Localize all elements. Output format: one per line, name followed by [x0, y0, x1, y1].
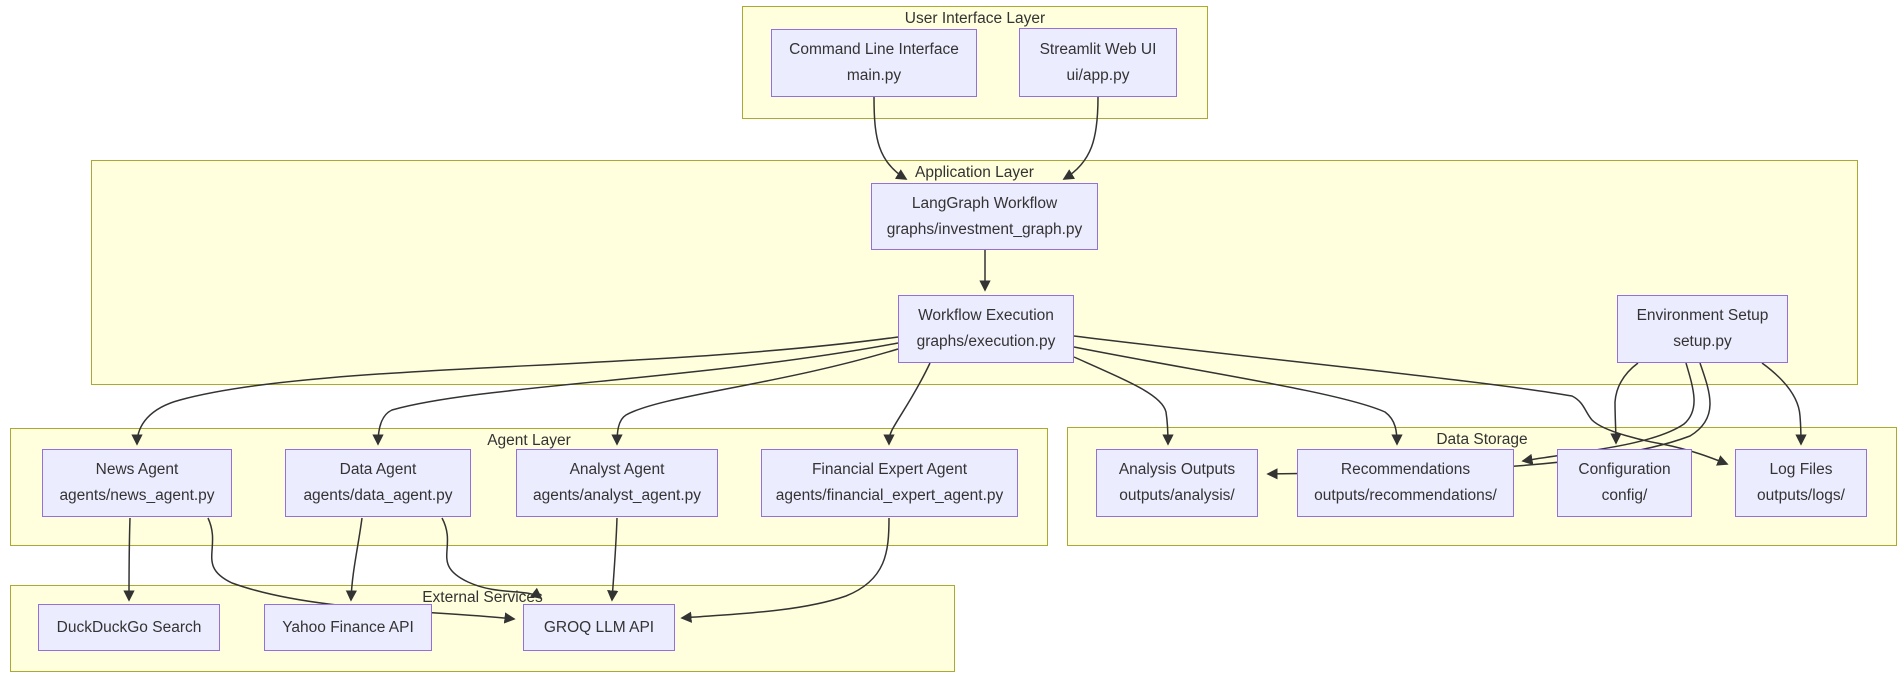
cluster-label-application-layer: Application Layer [915, 164, 1034, 181]
cluster-label-data-storage: Data Storage [1436, 431, 1528, 448]
node-subtitle: graphs/investment_graph.py [886, 220, 1083, 238]
node-workflow-execution: Workflow Execution graphs/execution.py [898, 295, 1074, 363]
node-title: Command Line Interface [789, 41, 959, 59]
node-subtitle: ui/app.py [1066, 66, 1130, 84]
edge-streamlit-to-langgraph [1062, 96, 1099, 180]
edge-env-setup-to-recommendations [1521, 362, 1695, 465]
node-data-agent: Data Agent agents/data_agent.py [285, 449, 471, 517]
edge-env-setup-to-log-files [1761, 362, 1807, 446]
node-log-files: Log Files outputs/logs/ [1735, 449, 1867, 517]
node-title: Configuration [1578, 461, 1671, 479]
edge-cli-to-langgraph [873, 96, 908, 180]
edge-financial-agent-to-groq [680, 517, 890, 623]
node-financial-expert-agent: Financial Expert Agent agents/financial_… [761, 449, 1018, 517]
node-title: Environment Setup [1636, 307, 1769, 325]
node-duckduckgo-search: DuckDuckGo Search [38, 604, 220, 651]
node-subtitle: agents/data_agent.py [303, 487, 453, 504]
node-title: Log Files [1769, 461, 1833, 479]
node-title: Streamlit Web UI [1039, 40, 1157, 58]
edge-data-agent-to-yahoo [345, 517, 363, 602]
edge-execution-to-recommendations [1073, 346, 1403, 446]
edge-execution-to-financial-agent [883, 362, 931, 446]
node-subtitle: agents/financial_expert_agent.py [775, 487, 1004, 504]
node-subtitle: outputs/analysis/ [1119, 487, 1235, 504]
node-title: GROQ LLM API [543, 618, 655, 636]
node-analyst-agent: Analyst Agent agents/analyst_agent.py [516, 449, 718, 517]
edge-analyst-agent-to-groq [607, 517, 619, 602]
node-langgraph-workflow: LangGraph Workflow graphs/investment_gra… [871, 183, 1098, 250]
cluster-label-user-interface-layer: User Interface Layer [904, 10, 1046, 27]
node-title: News Agent [95, 461, 179, 479]
node-title: Financial Expert Agent [811, 461, 968, 479]
edge-execution-to-data-agent [372, 342, 899, 446]
node-title: Data Agent [339, 461, 417, 479]
cluster-label-agent-layer: Agent Layer [487, 432, 571, 449]
node-title: Recommendations [1340, 461, 1471, 479]
node-title: DuckDuckGo Search [56, 618, 202, 636]
edge-execution-to-analysis-outputs [1073, 356, 1174, 446]
edge-news-agent-to-duckduckgo [123, 517, 135, 602]
node-title: Workflow Execution [918, 307, 1054, 325]
node-title: Analysis Outputs [1118, 461, 1236, 479]
node-command-line-interface: Command Line Interface main.py [771, 29, 977, 97]
node-streamlit-web-ui: Streamlit Web UI ui/app.py [1019, 28, 1177, 97]
node-title: Yahoo Finance API [282, 618, 414, 636]
node-subtitle: config/ [1601, 487, 1648, 504]
node-configuration: Configuration config/ [1557, 449, 1692, 517]
edge-env-setup-to-configuration [1610, 362, 1639, 445]
edge-data-agent-to-groq [441, 517, 543, 600]
node-news-agent: News Agent agents/news_agent.py [42, 449, 232, 517]
node-title: Analyst Agent [569, 461, 665, 479]
node-groq-llm-api: GROQ LLM API [523, 604, 675, 651]
node-subtitle: outputs/recommendations/ [1314, 487, 1497, 504]
edge-execution-to-analyst-agent [611, 348, 899, 446]
node-analysis-outputs: Analysis Outputs outputs/analysis/ [1096, 449, 1258, 517]
edge-news-agent-to-groq [207, 517, 516, 624]
node-recommendations: Recommendations outputs/recommendations/ [1297, 449, 1514, 517]
node-subtitle: graphs/execution.py [916, 333, 1056, 350]
node-environment-setup: Environment Setup setup.py [1617, 295, 1788, 363]
node-yahoo-finance-api: Yahoo Finance API [264, 604, 432, 651]
node-title: LangGraph Workflow [911, 194, 1058, 212]
node-subtitle: agents/analyst_agent.py [532, 487, 702, 504]
node-subtitle: main.py [846, 67, 902, 84]
edge-execution-to-log-files [1073, 335, 1729, 466]
node-subtitle: agents/news_agent.py [59, 487, 215, 504]
edge-execution-to-news-agent [131, 336, 899, 446]
cluster-label-external-services: External Services [422, 589, 543, 606]
node-subtitle: outputs/logs/ [1757, 487, 1845, 504]
node-subtitle: setup.py [1673, 333, 1732, 350]
